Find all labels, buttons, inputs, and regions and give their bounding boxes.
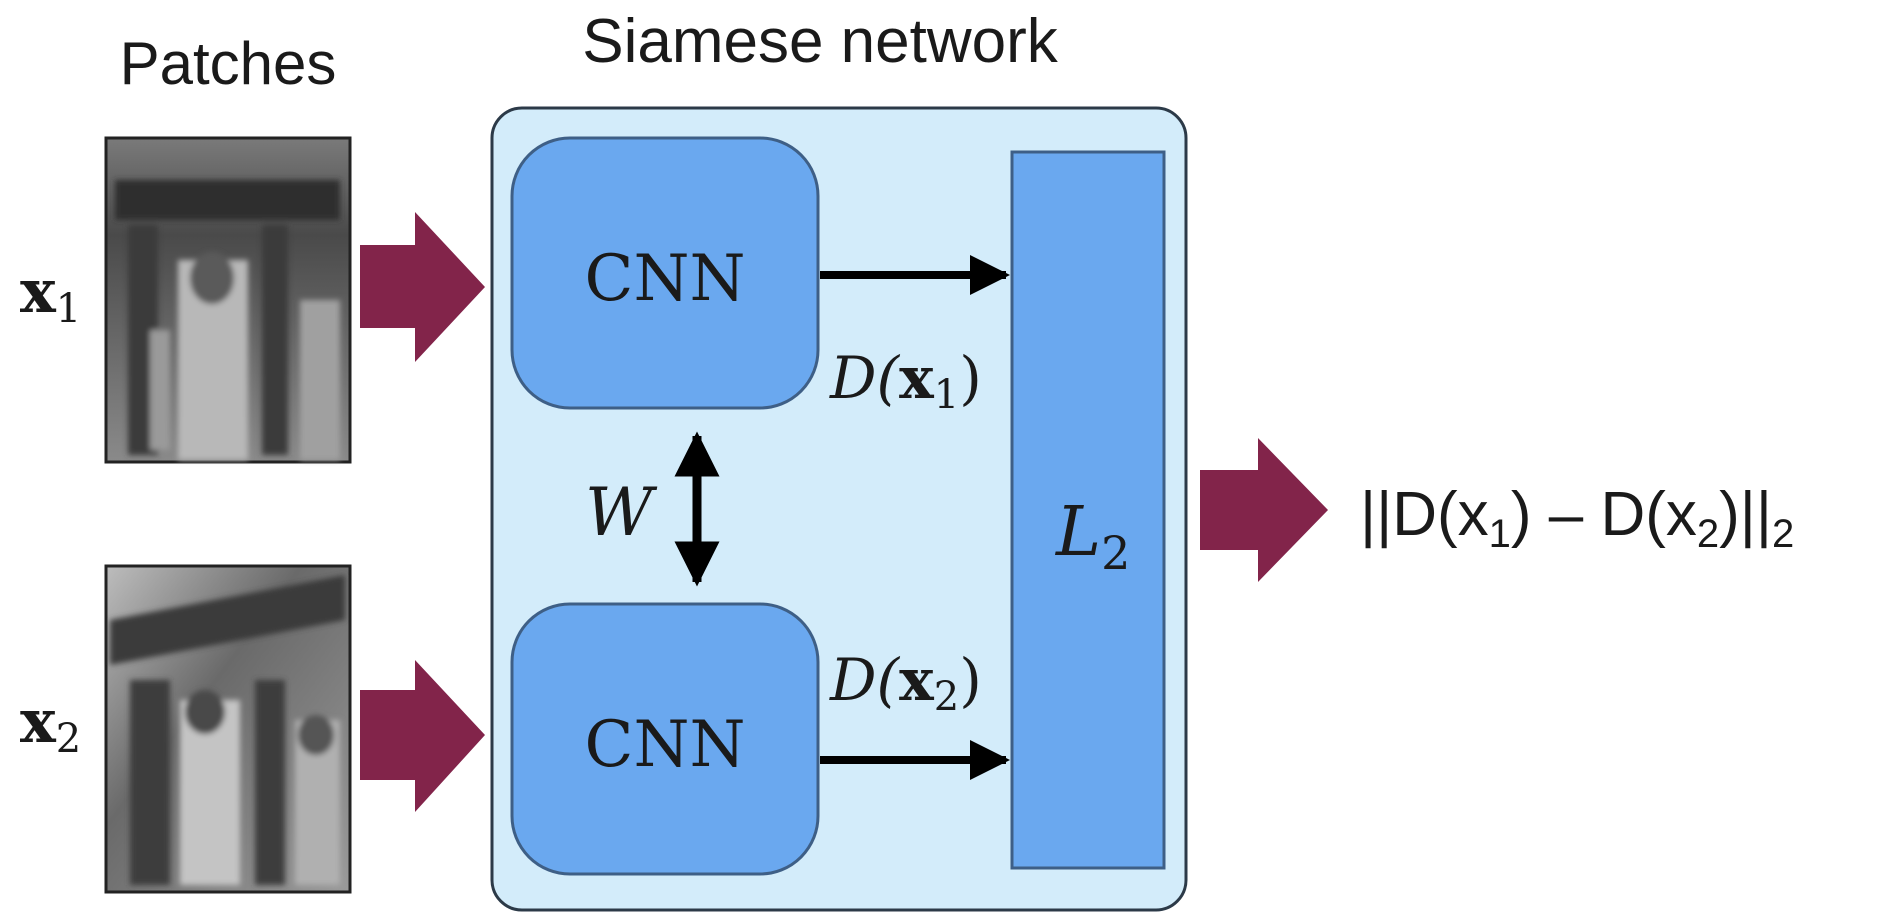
cnn-block-bottom: CNN <box>510 602 820 876</box>
cnn-top-label: CNN <box>585 242 746 316</box>
cnn-block-top: CNN <box>510 136 820 410</box>
output-arrow <box>1200 438 1328 582</box>
shared-weights-label: W <box>585 474 658 551</box>
input-label-x1: x1 <box>20 257 81 332</box>
feature-label-2: D(x2) <box>829 646 982 720</box>
l2-block: L2 <box>1010 150 1166 870</box>
input-label-x2: x2 <box>20 687 81 762</box>
input-arrow-1 <box>360 212 485 362</box>
patch-image-2 <box>104 564 352 894</box>
l2-label: L2 <box>1054 493 1130 580</box>
cnn-bottom-label: CNN <box>585 708 746 782</box>
network-header: Siamese network <box>582 7 1059 76</box>
input-arrow-2 <box>360 660 485 812</box>
patches-header: Patches <box>120 30 337 97</box>
feature-label-1: D(x1) <box>829 344 982 418</box>
patch-image-1 <box>104 136 352 464</box>
output-formula: ||D(x1) – D(x2)||2 <box>1360 480 1794 556</box>
